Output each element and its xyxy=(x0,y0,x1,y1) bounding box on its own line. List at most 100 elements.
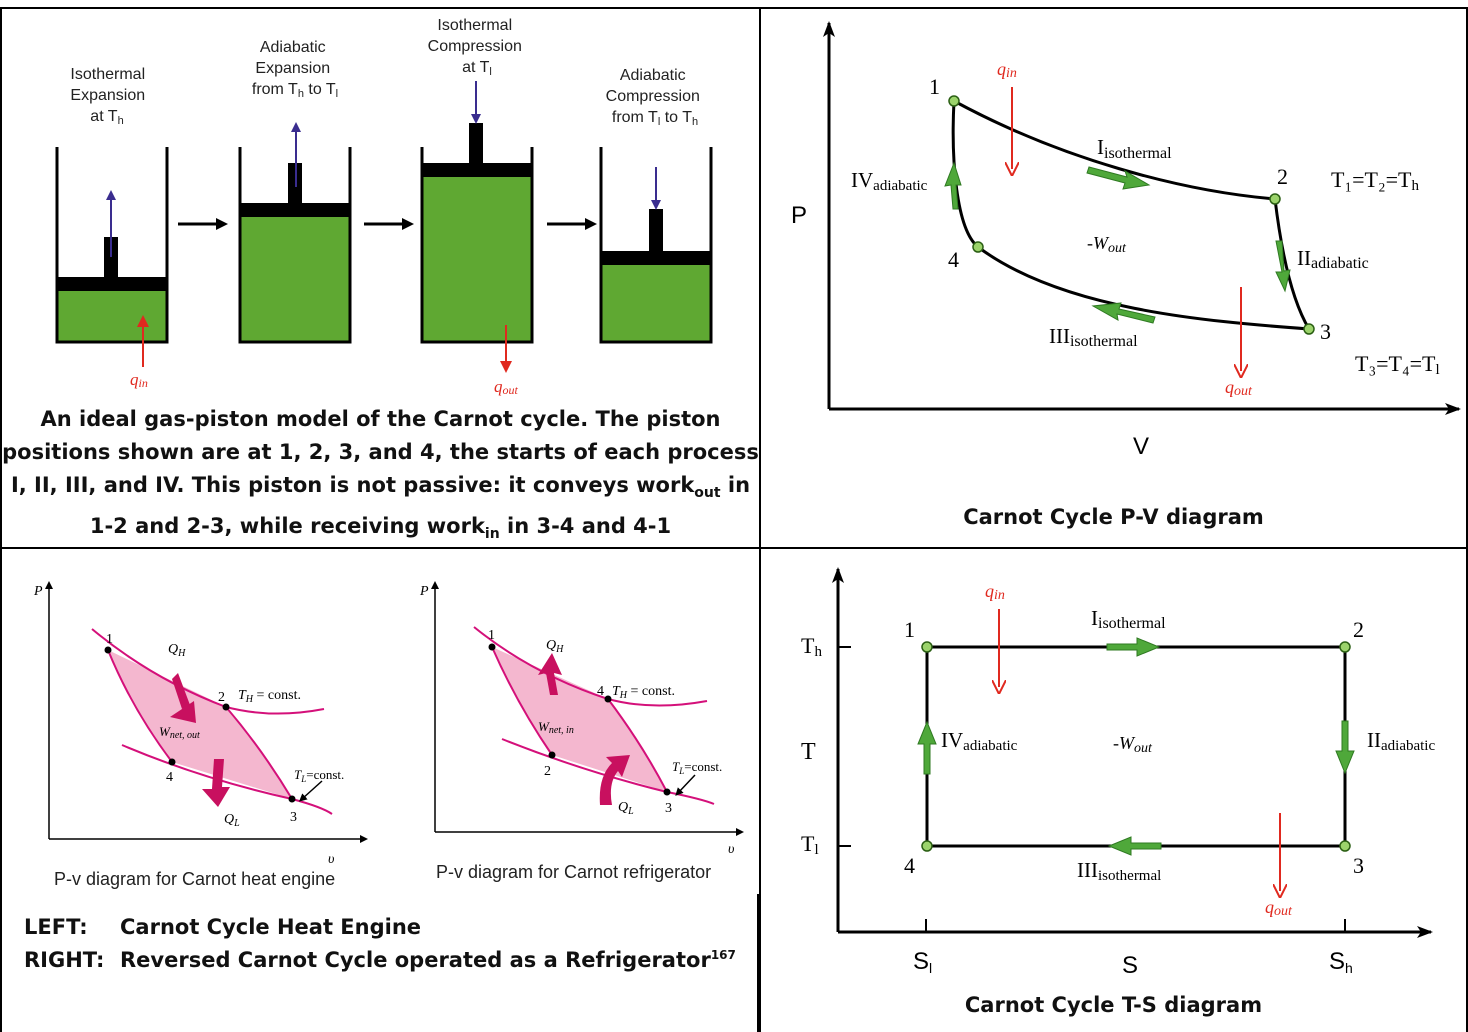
pv-arrow-1-2 xyxy=(1086,166,1151,190)
svg-text:1: 1 xyxy=(106,632,113,647)
pv-point-3 xyxy=(1303,323,1315,335)
svg-text:P: P xyxy=(33,584,43,599)
svg-text:2: 2 xyxy=(544,764,551,779)
ts-point-3 xyxy=(1339,840,1351,852)
pv-caption: Carnot Cycle P-V diagram xyxy=(963,505,1264,529)
engine-diagram: P υ 1 2 3 4 QH QL Wnet, out TH = const. … xyxy=(33,581,368,867)
ts-point-3-label: 3 xyxy=(1353,853,1364,878)
ts-label-I: Iisothermal xyxy=(1091,606,1166,632)
q-in-label: qin xyxy=(130,370,148,390)
pv-point-3-label: 3 xyxy=(1320,319,1331,344)
svg-text:QH: QH xyxy=(168,642,186,659)
ts-point-4-label: 4 xyxy=(904,853,915,878)
ts-point-2 xyxy=(1339,641,1351,653)
stage4-label: Adiabatic Compression from Tl to Th xyxy=(606,67,705,128)
pv-p-label: P xyxy=(791,202,807,229)
svg-text:P: P xyxy=(419,584,429,599)
svg-text:QH: QH xyxy=(546,638,564,655)
pv-point-1 xyxy=(948,95,960,107)
ts-arrow-4-1 xyxy=(917,720,937,775)
table-border-middle xyxy=(0,547,1468,549)
refrigerator-diagram: P υ 1 4 3 2 QH QL Wnet, in TH = const. T… xyxy=(419,581,744,857)
svg-text:TH = const.: TH = const. xyxy=(238,688,301,705)
ts-tl-label: Tl xyxy=(801,831,819,858)
pv-arrow-4-1 xyxy=(944,161,962,210)
piston-model-panel: Isothermal Expansion at Th Adiabatic Exp… xyxy=(2,9,759,547)
legend-left: LEFT:Carnot Cycle Heat Engine xyxy=(24,915,422,939)
pv-curve-3-4 xyxy=(977,245,1310,331)
pv-point-1-label: 1 xyxy=(929,74,940,99)
ts-point-4 xyxy=(921,840,933,852)
pv-label-II: IIadiabatic xyxy=(1297,246,1369,272)
pv-curve-1-2 xyxy=(953,99,1276,201)
ts-s-label: S xyxy=(1122,952,1138,979)
svg-text:υ: υ xyxy=(728,842,734,857)
svg-text:TL=const.: TL=const. xyxy=(672,759,722,776)
pv-point-4 xyxy=(972,241,984,253)
pv-qout-label: qout xyxy=(1225,377,1253,399)
ts-qin-label: qin xyxy=(985,581,1005,603)
pv-point-2-label: 2 xyxy=(1277,164,1288,189)
pv-eq-top: T₁=T₂=Th xyxy=(1331,167,1419,194)
ts-point-1-label: 1 xyxy=(904,617,915,642)
stage1-label: Isothermal Expansion at Th xyxy=(70,66,149,127)
cylinder-4 xyxy=(599,147,713,344)
ts-point-1 xyxy=(921,641,933,653)
q-out-label: qout xyxy=(494,377,519,397)
table-border-right xyxy=(1466,7,1468,1032)
ts-arrow-2-3 xyxy=(1335,720,1355,775)
svg-text:3: 3 xyxy=(665,801,672,816)
pv-arrow-2-3 xyxy=(1275,240,1291,293)
ts-sh-label: Sh xyxy=(1329,948,1353,976)
svg-text:4: 4 xyxy=(597,684,604,699)
pv-arrow-3-4 xyxy=(1091,302,1156,324)
svg-text:QL: QL xyxy=(618,800,634,817)
pv-v-label: V xyxy=(1133,433,1149,460)
svg-text:1: 1 xyxy=(488,628,495,643)
svg-text:2: 2 xyxy=(218,690,225,705)
piston-model-caption: An ideal gas-piston model of the Carnot … xyxy=(2,407,759,543)
table-divider-vertical xyxy=(759,7,761,1032)
svg-text:Wnet, in: Wnet, in xyxy=(538,719,574,736)
pv-pink-panel: P υ 1 2 3 4 QH QL Wnet, out TH = const. … xyxy=(2,549,759,1032)
ts-label-II: IIadiabatic xyxy=(1367,728,1435,754)
pv-diagram-panel: P V 1 2 3 4 Iisothermal IIadiabatic IIIi… xyxy=(761,9,1466,547)
pv-label-III: IIIisothermal xyxy=(1049,324,1138,350)
table-border-top xyxy=(0,7,1468,9)
pv-qin-label: qin xyxy=(997,59,1017,81)
ts-arrow-1-2 xyxy=(1106,637,1161,657)
svg-text:4: 4 xyxy=(166,770,173,785)
svg-text:TH = const.: TH = const. xyxy=(612,684,675,701)
svg-text:3: 3 xyxy=(290,810,297,825)
inner-divider xyxy=(757,894,759,1032)
svg-text:Wnet, out: Wnet, out xyxy=(159,724,200,741)
pv-eq-bottom: T₃=T₄=Tl xyxy=(1355,351,1440,378)
refrigerator-diagram-label: P-v diagram for Carnot refrigerator xyxy=(436,862,712,882)
pv-label-I: Iisothermal xyxy=(1097,135,1172,162)
stage3-label: Isothermal Compression at Tl xyxy=(428,17,527,78)
ts-caption: Carnot Cycle T-S diagram xyxy=(964,993,1263,1017)
table-border-left xyxy=(0,7,2,1032)
legend-right: RIGHT:Reversed Carnot Cycle operated as … xyxy=(24,948,736,972)
ts-sl-label: Sl xyxy=(913,948,932,976)
pv-work-label: -Wout xyxy=(1087,233,1127,256)
ts-arrow-3-4 xyxy=(1107,836,1162,856)
piston-model-figure: Isothermal Expansion at Th Adiabatic Exp… xyxy=(55,17,713,397)
cylinder-2 xyxy=(238,122,352,344)
ts-t-label: T xyxy=(801,739,816,765)
pv-point-4-label: 4 xyxy=(948,247,959,272)
svg-text:QL: QL xyxy=(224,812,240,829)
svg-text:υ: υ xyxy=(328,852,334,867)
ts-work-label: -Wout xyxy=(1113,733,1153,756)
ts-th-label: Th xyxy=(801,633,822,660)
engine-diagram-label: P-v diagram for Carnot heat engine xyxy=(54,869,336,889)
ts-point-2-label: 2 xyxy=(1353,617,1364,642)
pv-label-IV: IVadiabatic xyxy=(851,168,928,194)
ts-label-III: IIIisothermal xyxy=(1077,858,1161,884)
pv-diagram: P V 1 2 3 4 Iisothermal IIadiabatic IIIi… xyxy=(791,21,1461,460)
ts-label-IV: IVadiabatic xyxy=(941,728,1018,754)
ts-diagram-panel: Th T Tl Sl S Sh 1 2 3 4 Iisothermal IIad… xyxy=(761,549,1466,1032)
ts-qout-label: qout xyxy=(1265,897,1293,919)
cylinder-1 xyxy=(55,147,169,367)
cylinder-3 xyxy=(420,81,534,373)
